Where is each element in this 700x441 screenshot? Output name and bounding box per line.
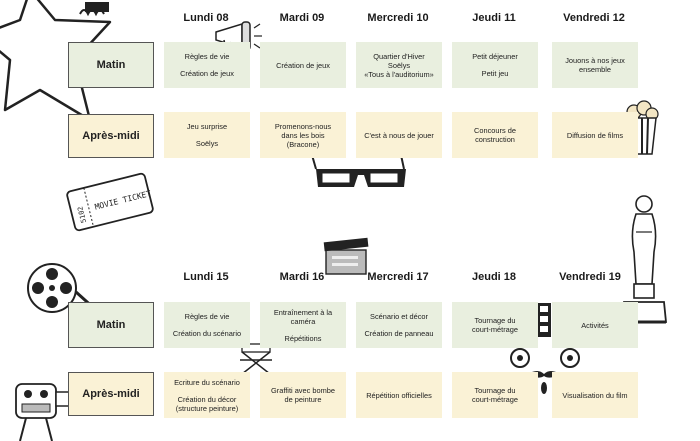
cell-line: Jouons à nos jeux — [565, 56, 625, 65]
cell-line: «Tous à l'auditorium» — [364, 69, 434, 79]
week2-afternoon-cell-1: Ecriture du scénario Création du décor (… — [164, 372, 250, 418]
cell-line: Répétitions — [284, 333, 322, 343]
week2-morning-cell-1: Règles de vie Création du scénario — [164, 302, 250, 348]
cell-line: Quartier d'Hiver — [373, 51, 425, 61]
week2-morning-label: Matin — [68, 302, 154, 348]
week1-morning-label: Matin — [68, 42, 154, 88]
cell-line: Promenons-nous — [274, 121, 332, 131]
cell-line: Petit jeu — [481, 69, 509, 78]
week2-afternoon-cell-2: Graffiti avec bombe de peinture — [260, 372, 346, 418]
week1-morning-cell-1: Règles de vie Création de jeux — [164, 42, 250, 88]
week1-morning-cell-4: Petit déjeuner Petit jeu — [452, 42, 538, 88]
cell-line: Diffusion de films — [566, 130, 624, 140]
cell-line: Concours de — [474, 126, 516, 135]
camera-icon — [15, 383, 71, 441]
ticket-number: 5102 — [76, 206, 88, 224]
week1-afternoon-label: Après-midi — [68, 114, 154, 158]
cell-line: (Bracone) — [286, 139, 320, 149]
cell-line: de peinture — [284, 395, 322, 404]
week1-day-3: Mercredi 10 — [367, 12, 429, 24]
week1-afternoon-cell-1: Jeu surprise Soëlys — [164, 112, 250, 158]
cell-line: caméra — [290, 316, 316, 326]
cell-line: construction — [475, 135, 515, 144]
week1-day-5: Vendredi 12 — [563, 12, 625, 24]
cell-line: Ecriture du scénario — [174, 377, 240, 387]
cell-line: Soëlys — [195, 139, 219, 148]
cell-line: Création de panneau — [364, 329, 434, 338]
cell-line: Scénario et décor — [370, 312, 428, 321]
week2-afternoon-cell-4: Tournage du court-métrage — [452, 372, 538, 418]
cell-line: Soëlys — [387, 60, 411, 70]
week2-afternoon-label: Après-midi — [68, 372, 154, 416]
movie-ticket-icon: MOVIE TICKET 5102 — [66, 172, 154, 232]
film-strip-icon — [537, 303, 551, 337]
star-icon — [0, 0, 112, 122]
cell-line: Graffiti avec bombe — [271, 386, 335, 395]
cell-line: Création de jeux — [180, 69, 234, 78]
cell-line: Jeu surprise — [186, 122, 228, 131]
week1-day-1: Lundi 08 — [183, 12, 229, 24]
week2-morning-cell-3: Scénario et décor Création de panneau — [356, 302, 442, 348]
cell-line: C'est à nous de jouer — [364, 130, 434, 140]
week2-afternoon-cell-5: Visualisation du film — [552, 372, 638, 418]
week1-day-2: Mardi 09 — [279, 12, 325, 24]
week1-morning-cell-3: Quartier d'Hiver Soëlys «Tous à l'audito… — [356, 42, 442, 88]
week1-day-4: Jeudi 11 — [472, 12, 516, 24]
cell-line: Règles de vie — [184, 312, 230, 321]
week2-afternoon-cell-3: Répétition officielles — [356, 372, 442, 418]
3d-glasses-icon — [311, 136, 406, 187]
week2-day-4: Jeudi 18 — [471, 271, 517, 283]
cell-line: Tournage du — [474, 316, 516, 325]
cell-line: Tournage du — [474, 386, 516, 395]
cell-line: Activités — [581, 320, 609, 330]
cell-line: ensemble — [578, 65, 612, 74]
cell-line: Répétition officielles — [366, 390, 432, 400]
film-reel-icon — [27, 263, 98, 313]
cell-line: Création du scénario — [172, 329, 242, 338]
week1-afternoon-cell-4: Concours de construction — [452, 112, 538, 158]
cell-line: dans les bois — [281, 130, 325, 140]
week1-afternoon-cell-3: C'est à nous de jouer — [356, 112, 442, 158]
week2-morning-cell-2: Entraînement à la caméra Répétitions — [260, 302, 346, 348]
cell-line: Création du décor — [177, 394, 237, 404]
week2-morning-cell-4: Tournage du court-métrage — [452, 302, 538, 348]
week2-day-1: Lundi 15 — [183, 271, 229, 283]
week1-afternoon-cell-5: Diffusion de films — [552, 112, 638, 158]
week2-day-2: Mardi 16 — [279, 271, 325, 283]
week2-day-5: Vendredi 19 — [559, 271, 621, 283]
week1-morning-cell-5: Jouons à nos jeux ensemble — [552, 42, 638, 88]
cell-line: Petit déjeuner — [472, 52, 518, 61]
director-chair-icon — [240, 343, 272, 375]
cell-line: court-métrage — [471, 325, 518, 334]
cell-line: Règles de vie — [184, 52, 230, 61]
cell-line: Entraînement à la — [273, 307, 333, 317]
week1-afternoon-cell-2: Promenons-nous dans les bois (Bracone) — [260, 112, 346, 158]
cell-line: Création de jeux — [276, 60, 330, 70]
cell-line: Visualisation du film — [562, 390, 628, 400]
cell-line: (structure peinture) — [175, 403, 239, 413]
clapperboard-icon — [323, 237, 369, 275]
week2-day-3: Mercredi 17 — [367, 271, 429, 283]
cell-line: court-métrage — [471, 395, 518, 404]
week2-morning-cell-5: Activités — [552, 302, 638, 348]
week1-morning-cell-2: Création de jeux — [260, 42, 346, 88]
